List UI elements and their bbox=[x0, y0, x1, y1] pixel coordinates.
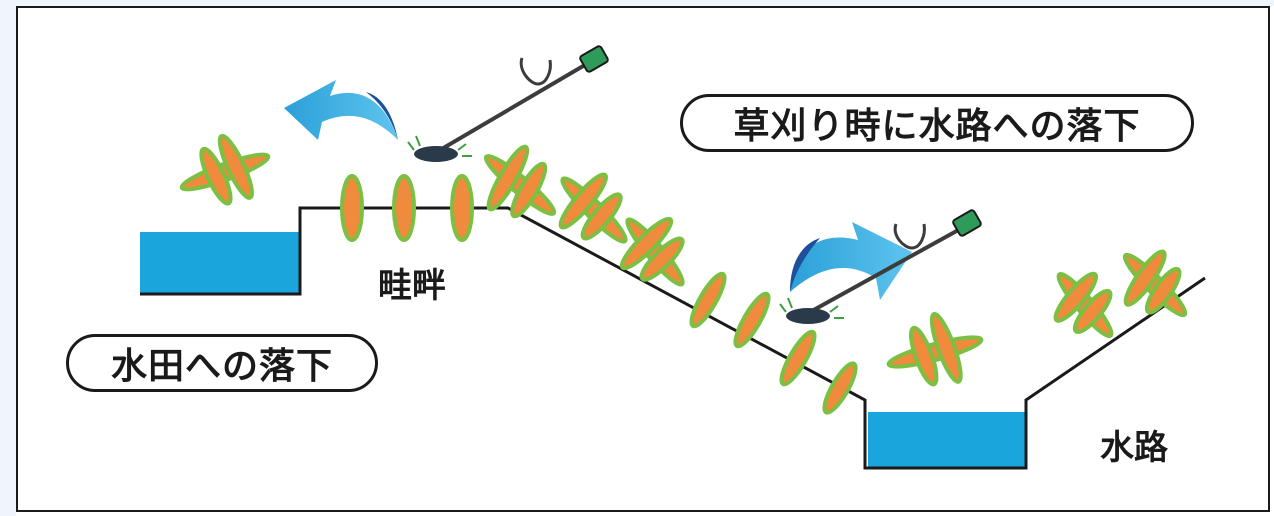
paddy-water bbox=[140, 232, 300, 294]
falling-grass-channel bbox=[886, 311, 984, 387]
paddy-fall-label: 水田への落下 bbox=[66, 334, 378, 392]
channel-fall-label: 草刈り時に水路への落下 bbox=[680, 94, 1194, 152]
grass-blade bbox=[689, 271, 727, 329]
grass-blade bbox=[779, 329, 817, 387]
outer-margin-top bbox=[0, 0, 1274, 6]
outer-margin-left bbox=[0, 0, 16, 516]
curved-arrow-icon bbox=[284, 80, 398, 140]
levee-label: 畦畔 bbox=[378, 266, 446, 306]
slope-grass-group bbox=[483, 144, 1188, 415]
curved-arrow-icon bbox=[790, 222, 912, 300]
grass-clump bbox=[483, 144, 557, 219]
ground-profile-line bbox=[140, 206, 1206, 470]
grass-clump bbox=[1053, 271, 1114, 339]
grass-blade bbox=[450, 174, 474, 242]
falling-grass-paddy bbox=[179, 133, 271, 206]
channel-water bbox=[868, 412, 1026, 468]
grass-clump bbox=[619, 216, 685, 287]
grass-blade bbox=[733, 291, 771, 349]
grass-blade bbox=[822, 361, 858, 415]
grass-clump bbox=[558, 172, 628, 244]
brush-cutter-icon bbox=[779, 209, 982, 324]
grass-blade bbox=[340, 174, 364, 242]
grass-blade bbox=[392, 174, 416, 242]
grass-clump bbox=[1122, 249, 1188, 318]
channel-label: 水路 bbox=[1100, 428, 1168, 468]
brush-cutter-icon bbox=[407, 45, 609, 162]
levee-grass-group bbox=[340, 174, 474, 242]
